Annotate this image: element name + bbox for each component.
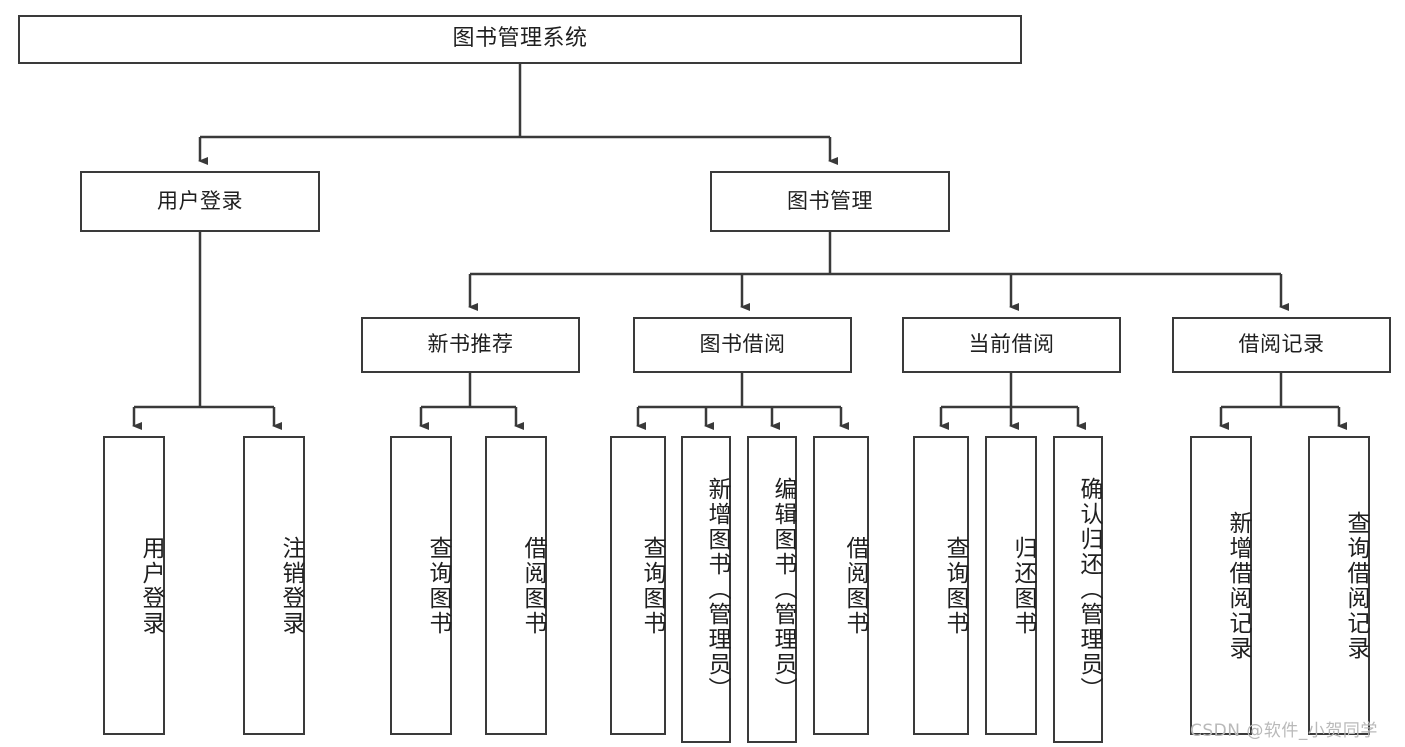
level2-to-level3-connectors xyxy=(468,232,1289,311)
node-current-borrow[interactable]: 当前借阅 xyxy=(902,317,1121,373)
leaf-add-borrow-record[interactable]: 新增借阅记录 xyxy=(1190,436,1252,735)
leaf-query-book-recommend[interactable]: 查询图书 xyxy=(390,436,452,735)
leaf-query-book-borrow[interactable]: 查询图书 xyxy=(610,436,666,735)
root-to-level2-connectors xyxy=(198,64,838,165)
leaf-query-book-current[interactable]: 查询图书 xyxy=(913,436,969,735)
leaf-borrow-book[interactable]: 借阅图书 xyxy=(813,436,869,735)
node-root-system[interactable]: 图书管理系统 xyxy=(18,15,1022,64)
userlogin-to-leaf-connectors xyxy=(132,232,282,430)
leaf-add-book-admin[interactable]: 新增图书（管理员） xyxy=(681,436,731,743)
current-to-leaf-connectors xyxy=(939,373,1086,430)
leaf-query-borrow-record[interactable]: 查询借阅记录 xyxy=(1308,436,1370,735)
leaf-user-login[interactable]: 用户登录 xyxy=(103,436,165,735)
leaf-confirm-return-admin[interactable]: 确认归还（管理员） xyxy=(1053,436,1103,743)
node-user-login[interactable]: 用户登录 xyxy=(80,171,320,232)
node-borrow-record[interactable]: 借阅记录 xyxy=(1172,317,1391,373)
node-book-borrow[interactable]: 图书借阅 xyxy=(633,317,852,373)
borrow-to-leaf-connectors xyxy=(636,373,849,430)
leaf-borrow-book-recommend[interactable]: 借阅图书 xyxy=(485,436,547,735)
node-book-management[interactable]: 图书管理 xyxy=(710,171,950,232)
node-new-book-recommend[interactable]: 新书推荐 xyxy=(361,317,580,373)
leaf-edit-book-admin[interactable]: 编辑图书（管理员） xyxy=(747,436,797,743)
newbook-to-leaf-connectors xyxy=(419,373,524,430)
leaf-logout-login[interactable]: 注销登录 xyxy=(243,436,305,735)
record-to-leaf-connectors xyxy=(1219,373,1347,430)
leaf-return-book[interactable]: 归还图书 xyxy=(985,436,1037,735)
csdn-watermark: CSDN @软件_小贺同学 xyxy=(1190,721,1378,741)
